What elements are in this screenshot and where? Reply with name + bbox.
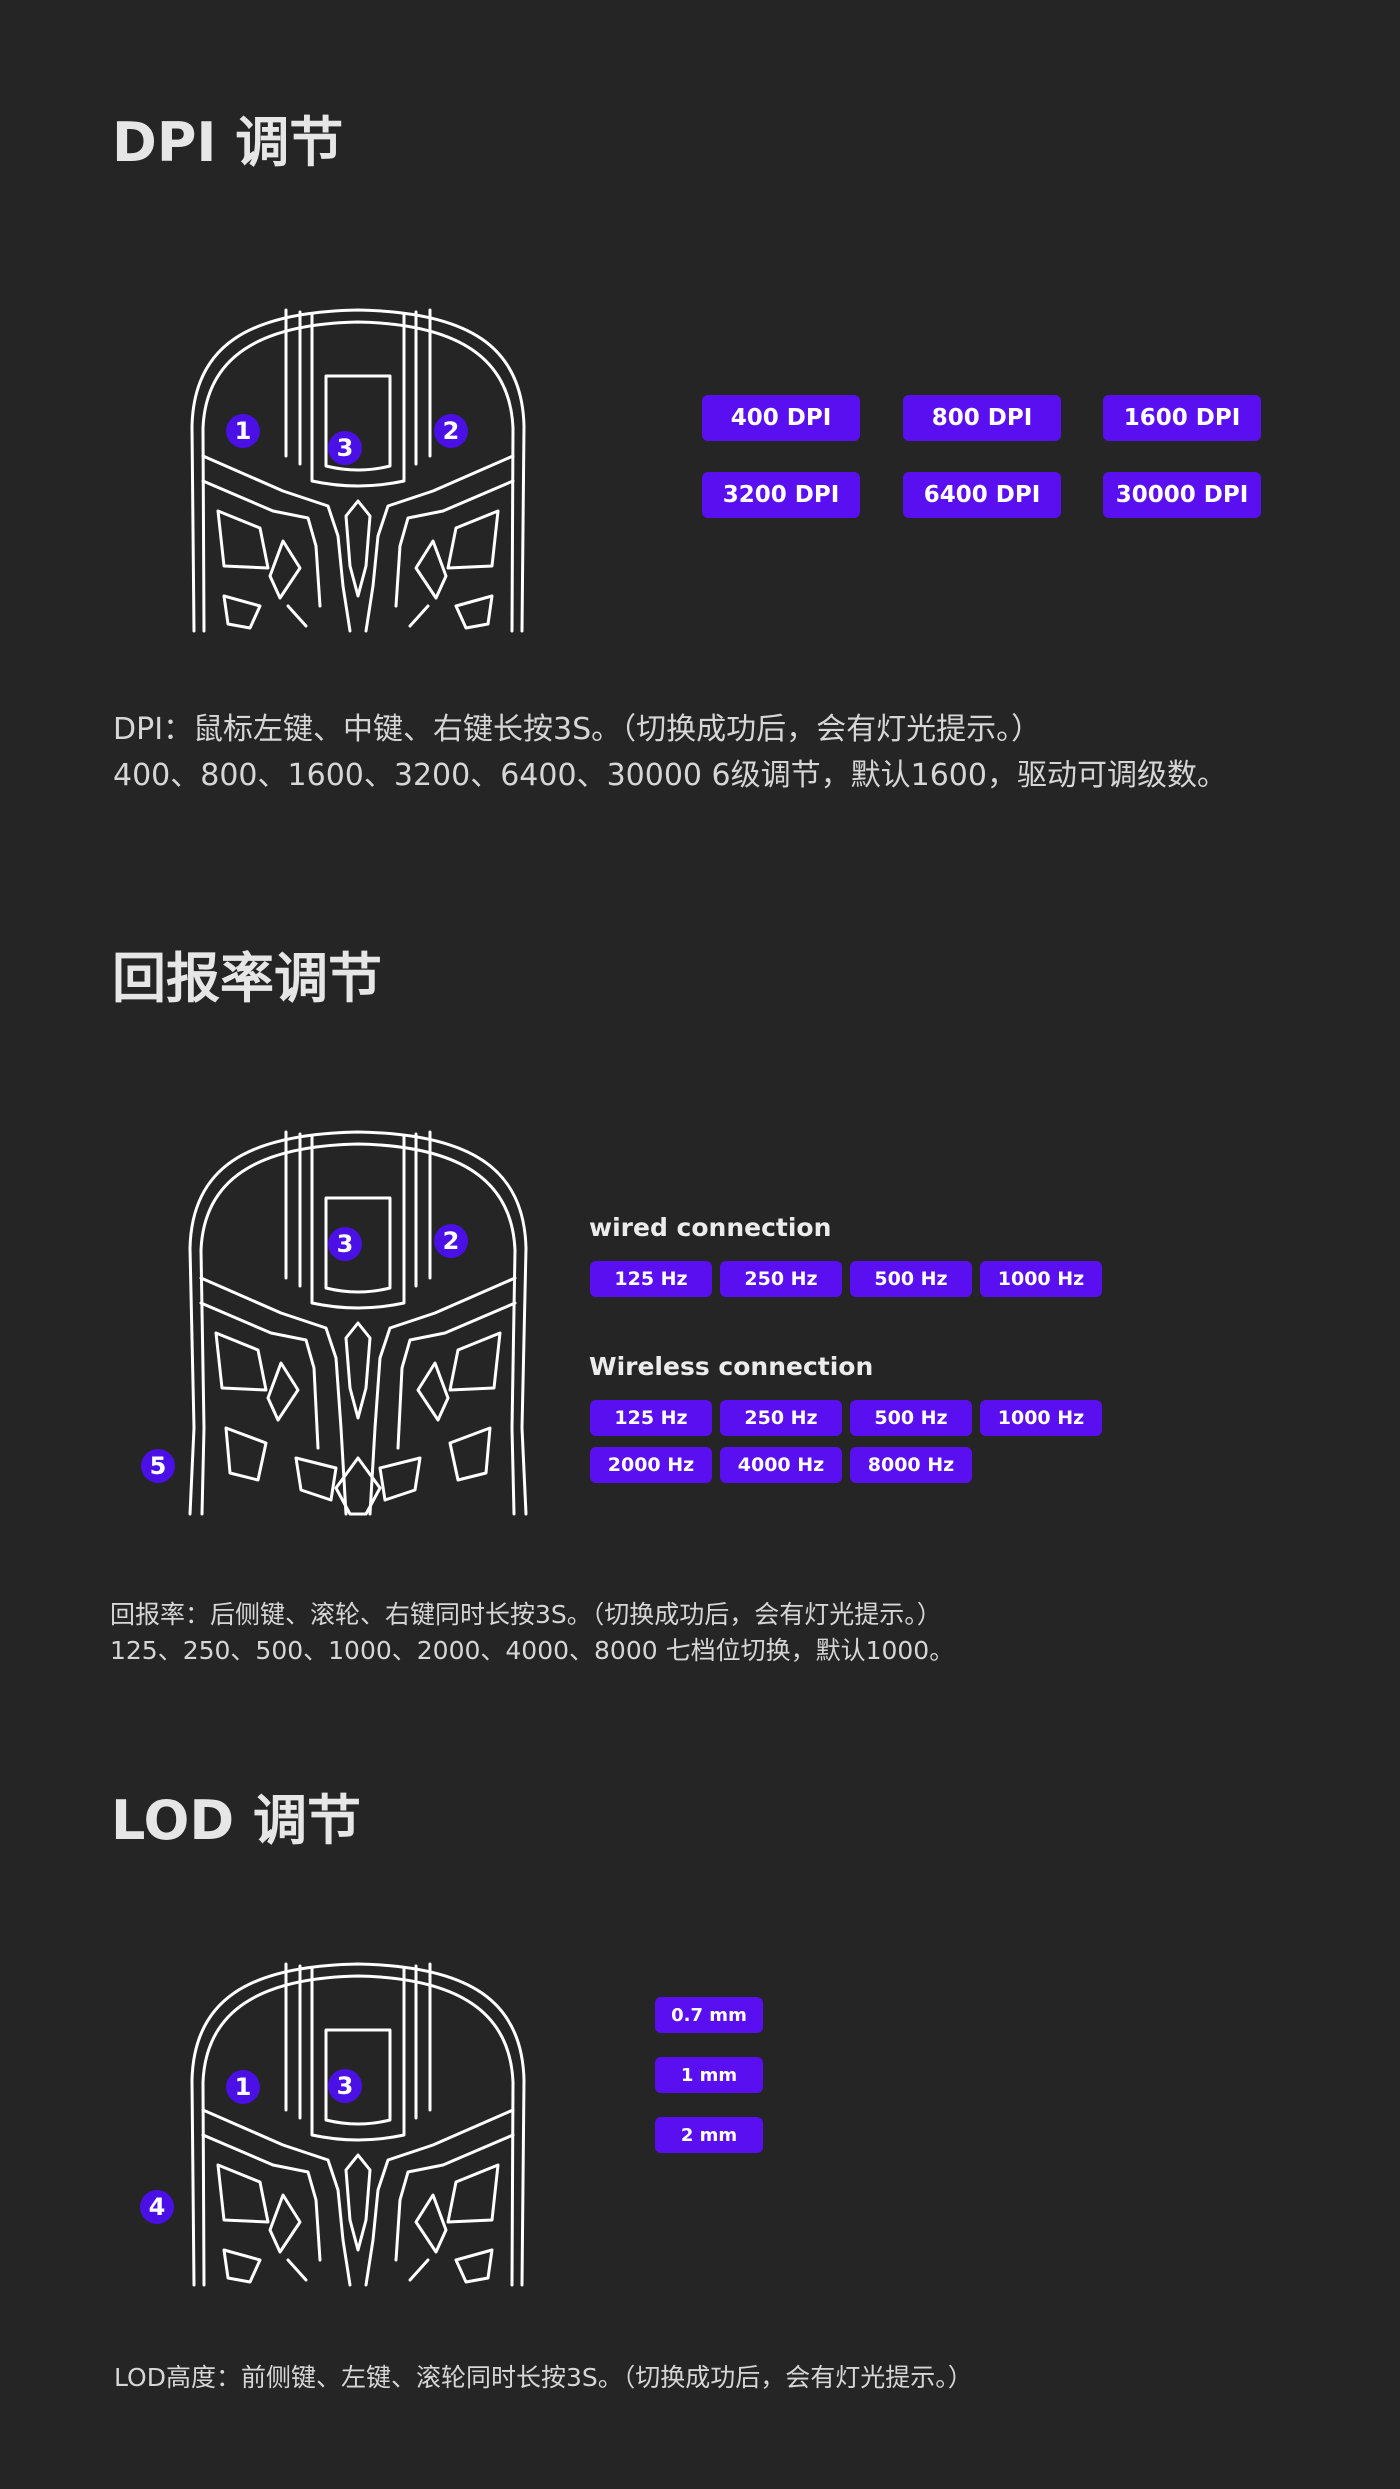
- dpi-option-800[interactable]: 800 DPI: [903, 395, 1061, 441]
- badge-scroll-wheel: 3: [328, 2069, 362, 2103]
- polling-section-title: 回报率调节: [112, 947, 382, 1010]
- wireless-option-8000[interactable]: 8000 Hz: [850, 1447, 972, 1483]
- wired-option-250[interactable]: 250 Hz: [720, 1261, 842, 1297]
- badge-front-side-button: 4: [140, 2190, 174, 2224]
- wired-option-125[interactable]: 125 Hz: [590, 1261, 712, 1297]
- wireless-option-1000[interactable]: 1000 Hz: [980, 1400, 1102, 1436]
- polling-description-line2: 125、250、500、1000、2000、4000、8000 七档位切换，默认…: [110, 1636, 955, 1665]
- dpi-option-1600[interactable]: 1600 DPI: [1103, 395, 1261, 441]
- lod-option-0-7mm[interactable]: 0.7 mm: [655, 1997, 763, 2033]
- badge-left-button: 1: [226, 414, 260, 448]
- badge-middle-button: 3: [328, 431, 362, 465]
- dpi-option-30000[interactable]: 30000 DPI: [1103, 472, 1261, 518]
- lod-description-line1: LOD高度：前侧键、左键、滚轮同时长按3S。（切换成功后，会有灯光提示。）: [114, 2363, 973, 2392]
- dpi-option-6400[interactable]: 6400 DPI: [903, 472, 1061, 518]
- badge-right-button: 2: [434, 1224, 468, 1258]
- wireless-option-500[interactable]: 500 Hz: [850, 1400, 972, 1436]
- lod-option-2mm[interactable]: 2 mm: [655, 2117, 763, 2153]
- badge-left-button: 1: [226, 2070, 260, 2104]
- dpi-option-3200[interactable]: 3200 DPI: [702, 472, 860, 518]
- wireless-option-2000[interactable]: 2000 Hz: [590, 1447, 712, 1483]
- wired-option-1000[interactable]: 1000 Hz: [980, 1261, 1102, 1297]
- wireless-connection-label: Wireless connection: [589, 1352, 874, 1381]
- badge-scroll-wheel: 3: [328, 1227, 362, 1261]
- wired-option-500[interactable]: 500 Hz: [850, 1261, 972, 1297]
- lod-section-title: LOD 调节: [111, 1789, 362, 1852]
- lod-option-1mm[interactable]: 1 mm: [655, 2057, 763, 2093]
- badge-back-side-button: 5: [141, 1449, 175, 1483]
- dpi-option-400[interactable]: 400 DPI: [702, 395, 860, 441]
- wireless-option-4000[interactable]: 4000 Hz: [720, 1447, 842, 1483]
- wired-connection-label: wired connection: [589, 1213, 832, 1242]
- polling-description-line1: 回报率：后侧键、滚轮、右键同时长按3S。（切换成功后，会有灯光提示。）: [110, 1600, 942, 1629]
- dpi-section-title: DPI 调节: [112, 111, 344, 174]
- badge-right-button: 2: [434, 414, 468, 448]
- lod-mouse-illustration: [188, 1960, 528, 2287]
- dpi-mouse-illustration: [188, 306, 528, 633]
- dpi-description-line1: DPI：鼠标左键、中键、右键长按3S。（切换成功后，会有灯光提示。）: [113, 712, 1042, 747]
- dpi-description-line2: 400、800、1600、3200、6400、30000 6级调节，默认1600…: [113, 758, 1227, 793]
- wireless-option-250[interactable]: 250 Hz: [720, 1400, 842, 1436]
- wireless-option-125[interactable]: 125 Hz: [590, 1400, 712, 1436]
- polling-mouse-illustration: [186, 1128, 530, 1516]
